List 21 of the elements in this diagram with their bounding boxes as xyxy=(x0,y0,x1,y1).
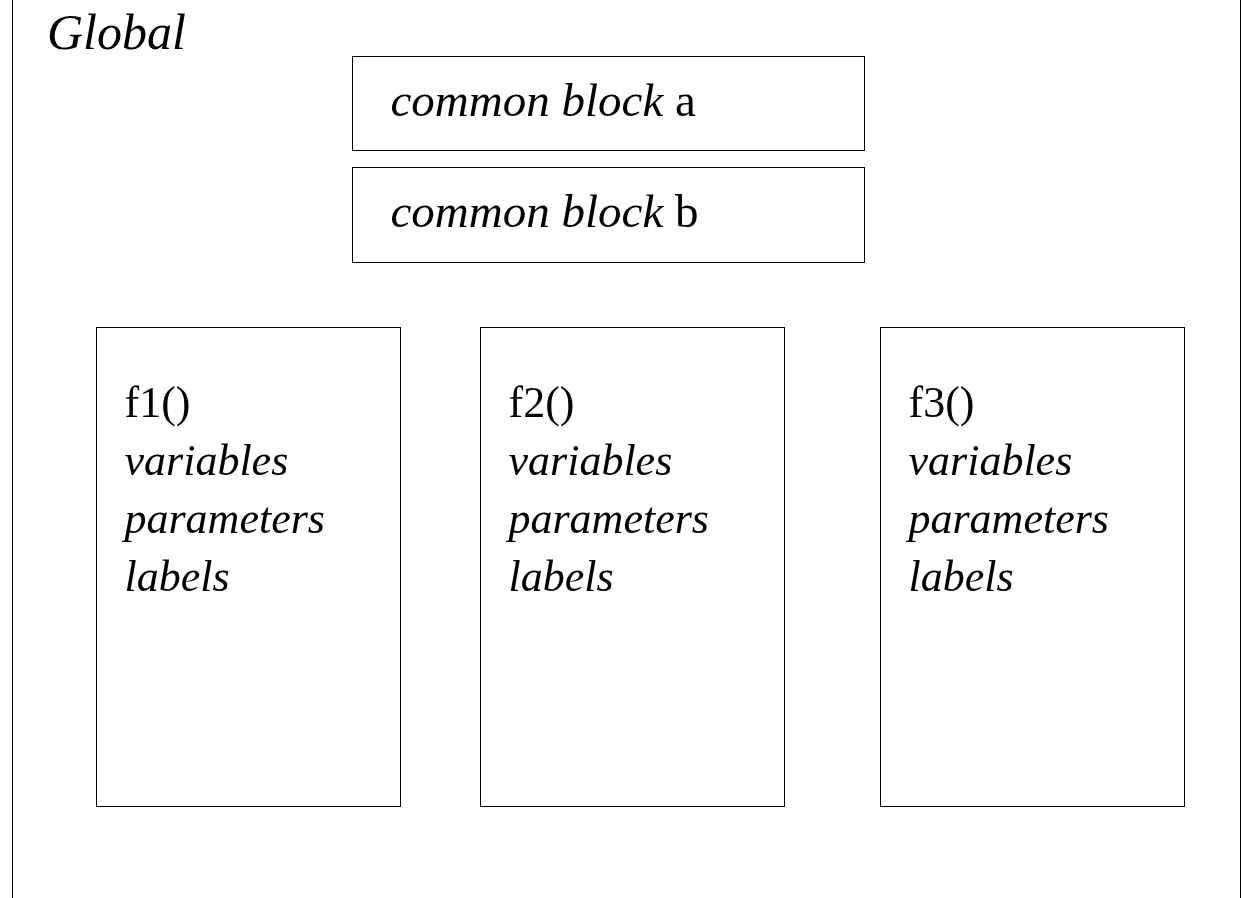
item-text: parameters xyxy=(908,492,1109,545)
item-text: variables xyxy=(124,434,290,487)
item-text: variables xyxy=(508,434,674,487)
function-box xyxy=(479,326,785,807)
block-name: common block b xyxy=(390,183,699,238)
scope-frame xyxy=(12,0,1241,898)
block-box xyxy=(351,166,865,263)
item-text: parameters xyxy=(508,492,709,545)
item-text: labels xyxy=(124,550,231,603)
function-name: f1() xyxy=(124,376,192,429)
item-text: parameters xyxy=(124,492,325,545)
function-box xyxy=(95,326,401,807)
block-box xyxy=(351,55,865,151)
block-name: common block a xyxy=(390,72,696,127)
item-text: variables xyxy=(908,434,1074,487)
scope-title: Global xyxy=(47,3,186,61)
item-text: labels xyxy=(508,550,615,603)
function-name: f2() xyxy=(508,376,576,429)
item-text: labels xyxy=(908,550,1015,603)
function-box xyxy=(879,326,1185,807)
function-name: f3() xyxy=(908,376,976,429)
